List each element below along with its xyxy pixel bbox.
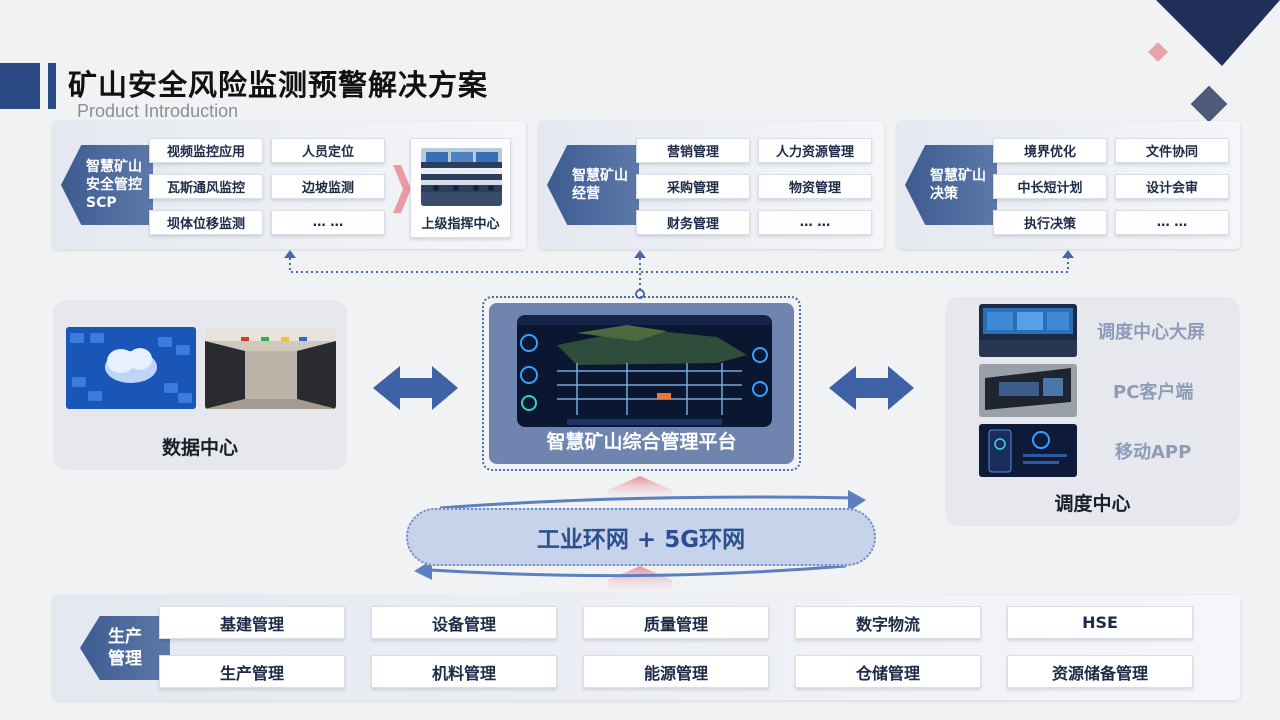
- command-center-caption: 上级指挥中心: [421, 217, 500, 232]
- production-panel: 生产 管理 基建管理 设备管理 质量管理 数字物流 HSE 生产管理 机料管理 …: [53, 595, 1240, 700]
- data-center-panel: 数据中心: [53, 300, 347, 470]
- chip-materials[interactable]: 物资管理: [758, 174, 872, 199]
- tag-line: 生产: [108, 627, 142, 647]
- chip-procurement[interactable]: 采购管理: [636, 174, 750, 199]
- chip-materials-machinery[interactable]: 机料管理: [371, 655, 557, 688]
- chip-execution-decision[interactable]: 执行决策: [993, 210, 1107, 235]
- title-accent-bar: [48, 63, 56, 109]
- chip-warehouse[interactable]: 仓储管理: [795, 655, 981, 688]
- chip-hse[interactable]: HSE: [1007, 606, 1193, 639]
- chip-energy[interactable]: 能源管理: [583, 655, 769, 688]
- tag-production: 生产 管理: [80, 616, 170, 680]
- chip-file-collaboration[interactable]: 文件协同: [1115, 138, 1229, 163]
- corner-triangle-decoration: [1156, 0, 1280, 66]
- chip-infrastructure[interactable]: 基建管理: [159, 606, 345, 639]
- dispatch-center-panel: 调度中心大屏 PC客户端 移动APP 调度中心: [945, 297, 1240, 526]
- chip-more[interactable]: … …: [271, 210, 385, 235]
- panel-safety: 智慧矿山 安全管控 SCP 视频监控应用 人员定位 瓦斯通风监控 边坡监测 坝体…: [53, 121, 526, 249]
- tag-safety: 智慧矿山 安全管控 SCP: [61, 145, 153, 225]
- tag-line: 安全管控: [86, 177, 142, 193]
- big-screen-image: [979, 304, 1077, 357]
- chip-quality[interactable]: 质量管理: [583, 606, 769, 639]
- chip-slope-monitoring[interactable]: 边坡监测: [271, 174, 385, 199]
- platform-label: 智慧矿山综合管理平台: [546, 431, 737, 453]
- tag-line: 智慧矿山: [86, 159, 142, 175]
- dispatch-item-pc-client[interactable]: PC客户端: [1113, 382, 1194, 403]
- chip-hr[interactable]: 人力资源管理: [758, 138, 872, 163]
- chip-design-review[interactable]: 设计会审: [1115, 174, 1229, 199]
- dispatch-item-big-screen[interactable]: 调度中心大屏: [1097, 322, 1205, 343]
- chip-equipment[interactable]: 设备管理: [371, 606, 557, 639]
- chip-marketing[interactable]: 营销管理: [636, 138, 750, 163]
- tag-decision: 智慧矿山 决策: [905, 145, 997, 225]
- page-title: 矿山安全风险监测预警解决方案: [68, 68, 489, 102]
- tag-business: 智慧矿山 经营: [547, 145, 639, 225]
- chip-finance[interactable]: 财务管理: [636, 210, 750, 235]
- chip-personnel-location[interactable]: 人员定位: [271, 138, 385, 163]
- chip-resource-reserve[interactable]: 资源储备管理: [1007, 655, 1193, 688]
- chip-production[interactable]: 生产管理: [159, 655, 345, 688]
- command-center-photo: [421, 148, 502, 206]
- platform-dashboard-screenshot: [517, 315, 772, 427]
- chip-boundary-optimization[interactable]: 境界优化: [993, 138, 1107, 163]
- tag-line: 智慧矿山: [930, 168, 986, 184]
- dispatch-item-mobile-app[interactable]: 移动APP: [1115, 442, 1192, 463]
- tag-line: 经营: [572, 186, 600, 202]
- chip-more[interactable]: … …: [1115, 210, 1229, 235]
- chip-dam-displacement[interactable]: 坝体位移监测: [149, 210, 263, 235]
- tag-line: SCP: [86, 195, 117, 211]
- command-center-card[interactable]: 上级指挥中心: [410, 138, 511, 238]
- network-ring[interactable]: 工业环网 + 5G环网: [406, 508, 876, 566]
- cloud-network-image: [66, 327, 196, 409]
- platform-card[interactable]: 智慧矿山综合管理平台: [489, 303, 794, 464]
- panel-decision: 智慧矿山 决策 境界优化 文件协同 中长短计划 设计会审 执行决策 … …: [897, 121, 1240, 249]
- tag-line: 决策: [930, 186, 958, 202]
- chip-more[interactable]: … …: [758, 210, 872, 235]
- data-center-label: 数据中心: [161, 437, 238, 459]
- platform-panel: 智慧矿山综合管理平台: [482, 296, 801, 471]
- chip-term-plan[interactable]: 中长短计划: [993, 174, 1107, 199]
- panel-business: 智慧矿山 经营 营销管理 人力资源管理 采购管理 物资管理 财务管理 … …: [539, 121, 884, 249]
- server-room-image: [205, 327, 336, 409]
- title-accent-block: [0, 63, 40, 109]
- chevron-right-icon: [393, 165, 411, 213]
- chip-digital-logistics[interactable]: 数字物流: [795, 606, 981, 639]
- chip-gas-ventilation[interactable]: 瓦斯通风监控: [149, 174, 263, 199]
- dispatch-center-label: 调度中心: [1054, 493, 1131, 515]
- chip-video-monitoring[interactable]: 视频监控应用: [149, 138, 263, 163]
- page-subtitle: Product Introduction: [77, 101, 239, 121]
- mobile-app-image: [979, 424, 1077, 477]
- tag-line: 管理: [108, 649, 142, 669]
- pc-client-image: [979, 364, 1077, 417]
- tag-line: 智慧矿山: [572, 168, 628, 184]
